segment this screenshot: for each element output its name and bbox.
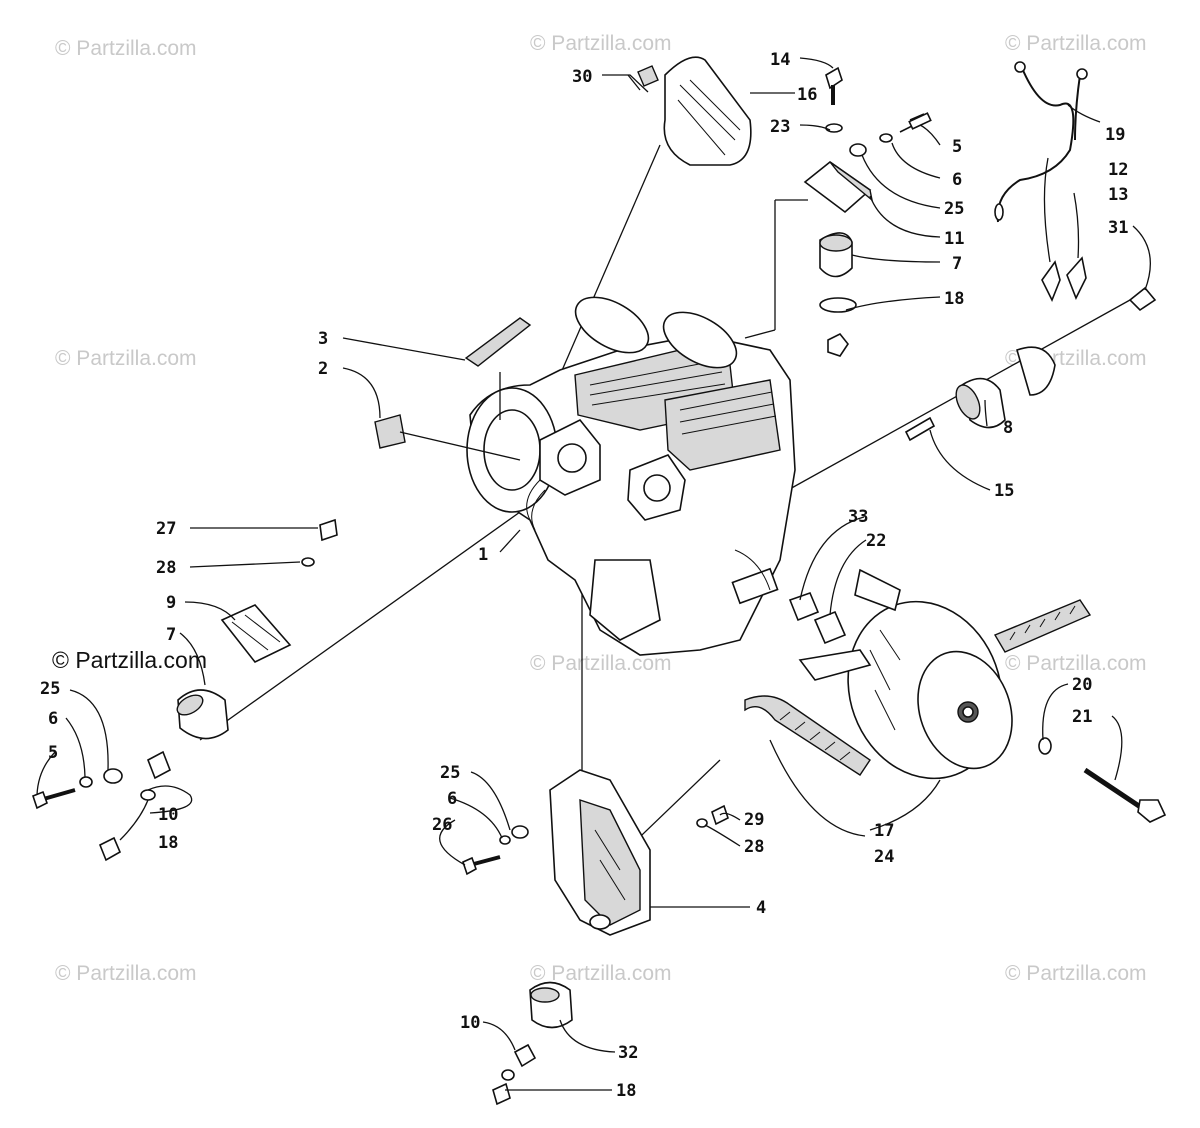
callout-28-bottom: 28 <box>744 837 764 857</box>
callout-3: 3 <box>318 329 328 349</box>
callout-7-top: 7 <box>952 254 962 274</box>
callout-23: 23 <box>770 117 790 137</box>
callout-10-left: 10 <box>158 805 178 825</box>
callout-16: 16 <box>797 85 817 105</box>
watermark: © Partzilla.com <box>1005 962 1147 985</box>
callout-31: 31 <box>1108 218 1128 238</box>
rubber-mount-icon <box>803 66 932 357</box>
callout-26: 26 <box>432 815 452 835</box>
callout-21: 21 <box>1072 707 1092 727</box>
callout-6-top: 6 <box>952 170 962 190</box>
engine-block-icon <box>466 296 796 656</box>
callout-8: 8 <box>1003 418 1013 438</box>
decal-icon <box>374 317 532 461</box>
callout-4: 4 <box>756 898 766 918</box>
callout-18-bottom: 18 <box>616 1081 636 1101</box>
drive-clutch-icon <box>788 568 1013 780</box>
rubber-mount-icon <box>32 518 338 862</box>
plate-icon <box>637 56 752 166</box>
callout-18-left: 18 <box>158 833 178 853</box>
callout-14: 14 <box>770 50 790 70</box>
engine-bracket-icon <box>462 769 729 1106</box>
leader-lines <box>36 57 1151 1091</box>
watermark: © Partzilla.com <box>55 37 197 60</box>
callout-33: 33 <box>848 507 868 527</box>
watermark: © Partzilla.com <box>530 652 672 675</box>
watermark-strong: © Partzilla.com <box>52 647 207 673</box>
callout-18-top: 18 <box>944 289 964 309</box>
watermark: © Partzilla.com <box>530 962 672 985</box>
callout-22: 22 <box>866 531 886 551</box>
callout-19: 19 <box>1105 125 1125 145</box>
callout-13: 13 <box>1108 185 1128 205</box>
callout-9: 9 <box>166 593 176 613</box>
callout-10-bottom: 10 <box>460 1013 480 1033</box>
callout-6-left: 6 <box>48 709 58 729</box>
callout-17: 17 <box>874 821 894 841</box>
callout-27: 27 <box>156 519 176 539</box>
callout-20: 20 <box>1072 675 1092 695</box>
watermark: © Partzilla.com <box>1005 652 1147 675</box>
watermark: © Partzilla.com <box>530 32 672 55</box>
callout-7-left: 7 <box>166 625 176 645</box>
callout-15: 15 <box>994 481 1014 501</box>
callout-30: 30 <box>572 67 592 87</box>
callout-1: 1 <box>478 545 488 565</box>
callout-32: 32 <box>618 1043 638 1063</box>
callout-labels: 30 16 14 23 5 6 25 11 7 18 19 12 13 31 3… <box>40 50 1128 1101</box>
callout-11: 11 <box>944 229 964 249</box>
callout-12: 12 <box>1108 160 1128 180</box>
bracket-icon <box>1016 256 1157 396</box>
wire-harness-icon <box>994 61 1088 223</box>
callout-28-left: 28 <box>156 558 176 578</box>
callout-2: 2 <box>318 359 328 379</box>
callout-24: 24 <box>874 847 894 867</box>
watermark: © Partzilla.com <box>55 962 197 985</box>
callout-6-bottom: 6 <box>447 789 457 809</box>
watermark: © Partzilla.com <box>1005 32 1147 55</box>
rubber-mount-icon <box>904 377 1006 442</box>
callout-25-top: 25 <box>944 199 964 219</box>
bolt-icon <box>1038 737 1167 823</box>
watermarks: © Partzilla.com © Partzilla.com © Partzi… <box>52 32 1147 985</box>
callout-29: 29 <box>744 810 764 830</box>
callout-5-top: 5 <box>952 137 962 157</box>
watermark: © Partzilla.com <box>55 347 197 370</box>
callout-25-bottom: 25 <box>440 763 460 783</box>
callout-5-left: 5 <box>48 743 58 763</box>
callout-25-left: 25 <box>40 679 60 699</box>
drive-belt-icon <box>744 599 1092 776</box>
